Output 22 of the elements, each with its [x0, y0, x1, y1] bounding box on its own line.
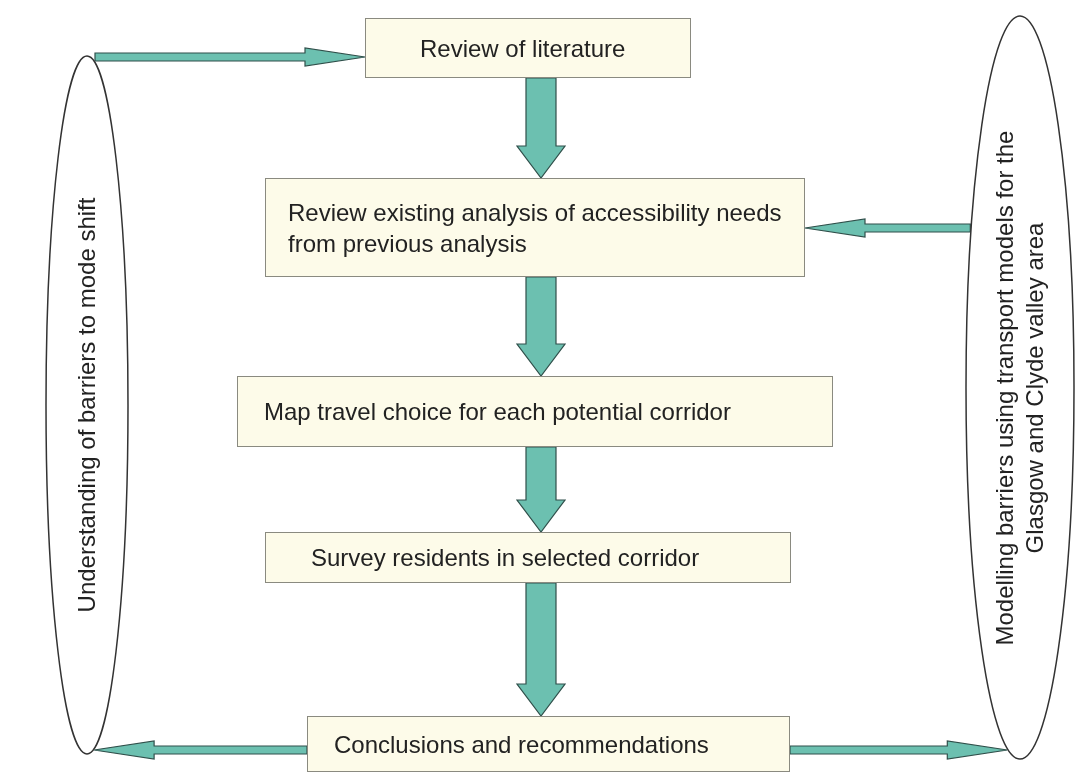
block-arrow [94, 47, 366, 67]
process-box [307, 716, 790, 772]
ellipse-node [965, 15, 1075, 760]
rotated-label: Understanding of barriers to mode shift [72, 196, 101, 615]
block-arrow [515, 446, 567, 533]
process-box [265, 178, 805, 277]
block-arrow [515, 582, 567, 717]
process-box [365, 18, 691, 78]
box-label: Conclusions and recommendations [334, 729, 709, 760]
block-arrow [789, 740, 1008, 760]
rotated-label: Modelling barriers using transport models for the Glasgow and Clyde valley area [990, 129, 1049, 647]
process-box [237, 376, 833, 447]
box-label: Map travel choice for each potential corridor [264, 397, 731, 427]
ellipse-node [45, 55, 129, 755]
process-box [265, 532, 791, 583]
block-arrow [515, 276, 567, 377]
box-label: Review of literature [420, 33, 626, 64]
block-arrow [804, 218, 971, 238]
block-arrow [93, 740, 308, 760]
box-label: Review existing analysis of accessibility needs from previous analysis [288, 197, 783, 259]
box-label: Survey residents in selected corridor [311, 543, 700, 573]
block-arrow [515, 77, 567, 179]
